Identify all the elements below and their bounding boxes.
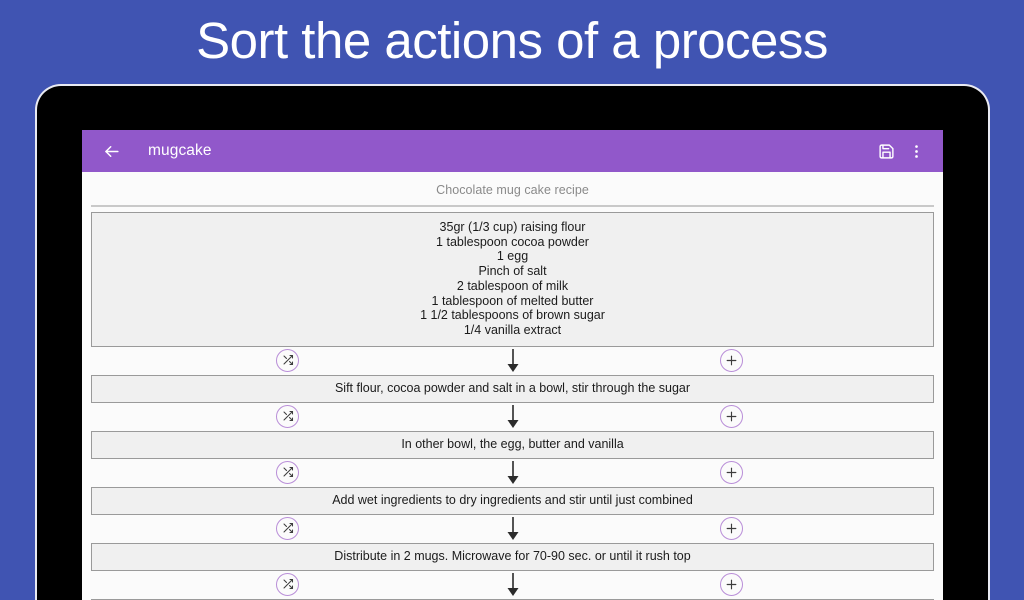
connector-row: [91, 403, 934, 431]
plus-circle-icon[interactable]: [720, 572, 743, 596]
overflow-menu-icon[interactable]: [901, 136, 931, 166]
down-arrow-icon: [507, 572, 518, 596]
app-toolbar: mugcake: [82, 130, 943, 172]
step-card[interactable]: Distribute in 2 mugs. Microwave for 70-9…: [91, 542, 934, 571]
plus-circle-icon[interactable]: [720, 348, 743, 372]
connector-row: [91, 459, 934, 487]
tablet-screen: mugcake: [82, 130, 943, 600]
ingredients-card[interactable]: 35gr (1/3 cup) raising flour 1 tablespoo…: [91, 212, 934, 347]
connector-row: [91, 571, 934, 599]
connector-row: [91, 515, 934, 543]
shuffle-icon[interactable]: [276, 460, 299, 484]
back-arrow-icon[interactable]: [96, 136, 126, 166]
plus-circle-icon[interactable]: [720, 516, 743, 540]
ingredient-line: Pinch of salt: [478, 264, 547, 279]
ingredient-line: 1 tablespoon of melted butter: [431, 293, 594, 308]
save-floppy-icon[interactable]: [871, 136, 901, 166]
down-arrow-icon: [507, 348, 518, 372]
shuffle-icon[interactable]: [276, 404, 299, 428]
shuffle-icon[interactable]: [276, 348, 299, 372]
step-card[interactable]: You got a chocolate mug cake. Eat it :): [91, 598, 934, 600]
shuffle-icon[interactable]: [276, 516, 299, 540]
connector-row: [91, 347, 934, 375]
ingredient-line: 1 tablespoon cocoa powder: [436, 234, 589, 249]
promo-headline: Sort the actions of a process: [196, 12, 828, 69]
down-arrow-icon: [507, 460, 518, 484]
plus-circle-icon[interactable]: [720, 460, 743, 484]
shuffle-icon[interactable]: [276, 572, 299, 596]
plus-circle-icon[interactable]: [720, 404, 743, 428]
step-card[interactable]: In other bowl, the egg, butter and vanil…: [91, 430, 934, 459]
title-divider: [91, 205, 934, 207]
ingredient-line: 1/4 vanilla extract: [463, 322, 562, 337]
step-card[interactable]: Add wet ingredients to dry ingredients a…: [91, 486, 934, 515]
ingredient-line: 1 1/2 tablespoons of brown sugar: [420, 308, 605, 323]
down-arrow-icon: [507, 516, 518, 540]
toolbar-title: mugcake: [148, 142, 212, 159]
process-editor-content: Chocolate mug cake recipe 35gr (1/3 cup)…: [82, 172, 943, 600]
ingredient-line: 1 egg: [496, 249, 529, 264]
tablet-device-frame: mugcake: [35, 84, 990, 600]
ingredient-line: 35gr (1/3 cup) raising flour: [439, 220, 586, 234]
process-title: Chocolate mug cake recipe: [436, 183, 589, 197]
step-card[interactable]: Sift flour, cocoa powder and salt in a b…: [91, 374, 934, 403]
down-arrow-icon: [507, 404, 518, 428]
ingredient-line: 2 tablespoon of milk: [456, 278, 569, 293]
